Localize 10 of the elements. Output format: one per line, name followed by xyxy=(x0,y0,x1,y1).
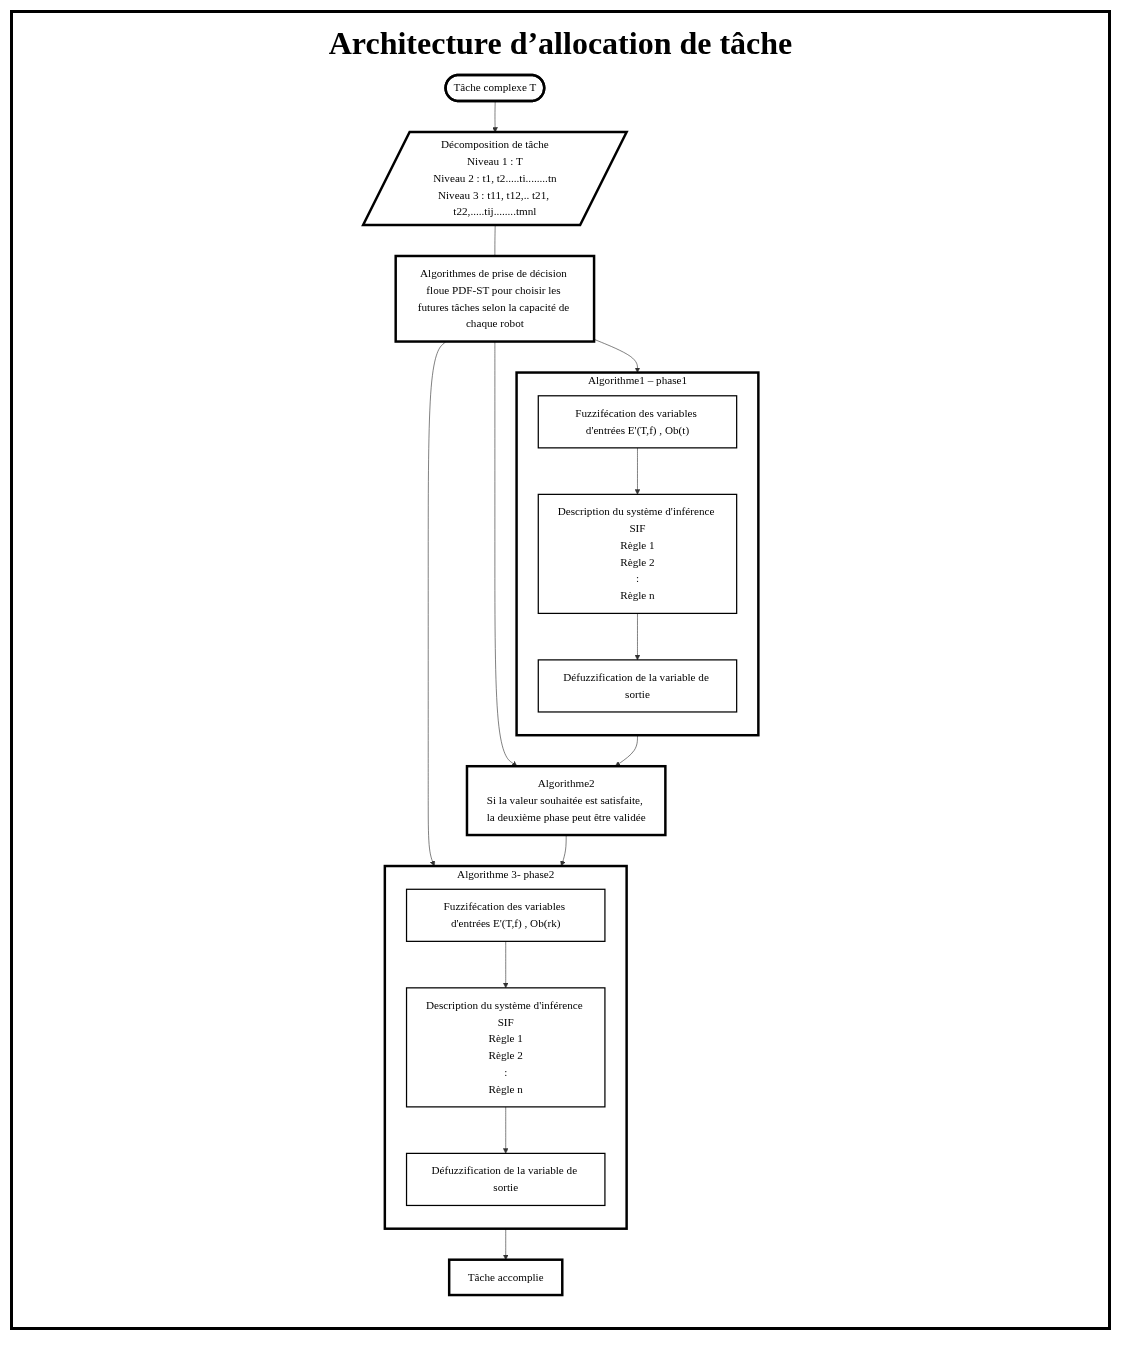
node-box: Algorithme2 Si la valeur souhaitée est satisfaite, la deuxième phase peut être validée xyxy=(465,764,667,837)
node-box: Défuzzification de la variable de sortie xyxy=(405,1152,606,1207)
node-box: Défuzzification de la variable de sortie xyxy=(537,659,738,713)
node-box: Description du système d'inférence SIF Règle 1 Règle 2 : Règle n xyxy=(405,987,606,1108)
node-box: Algorithmes de prise de décision floue PDF-ST pour choisir les futures tâches selon la capacité de chaque robot xyxy=(394,254,596,343)
diagram-title: Architecture d’allocation de tâche xyxy=(327,25,794,62)
node-box: Fuzzifécation des variables d'entrées E'(T,f) , Ob(rk) xyxy=(405,888,606,942)
node-box: Description du système d'inférence SIF Règle 1 Règle 2 : Règle n xyxy=(537,493,738,614)
node-box: Fuzzifécation des variables d'entrées E'(T,f) , Ob(t) xyxy=(537,395,738,449)
node-box: Tâche accomplie xyxy=(447,1258,564,1297)
